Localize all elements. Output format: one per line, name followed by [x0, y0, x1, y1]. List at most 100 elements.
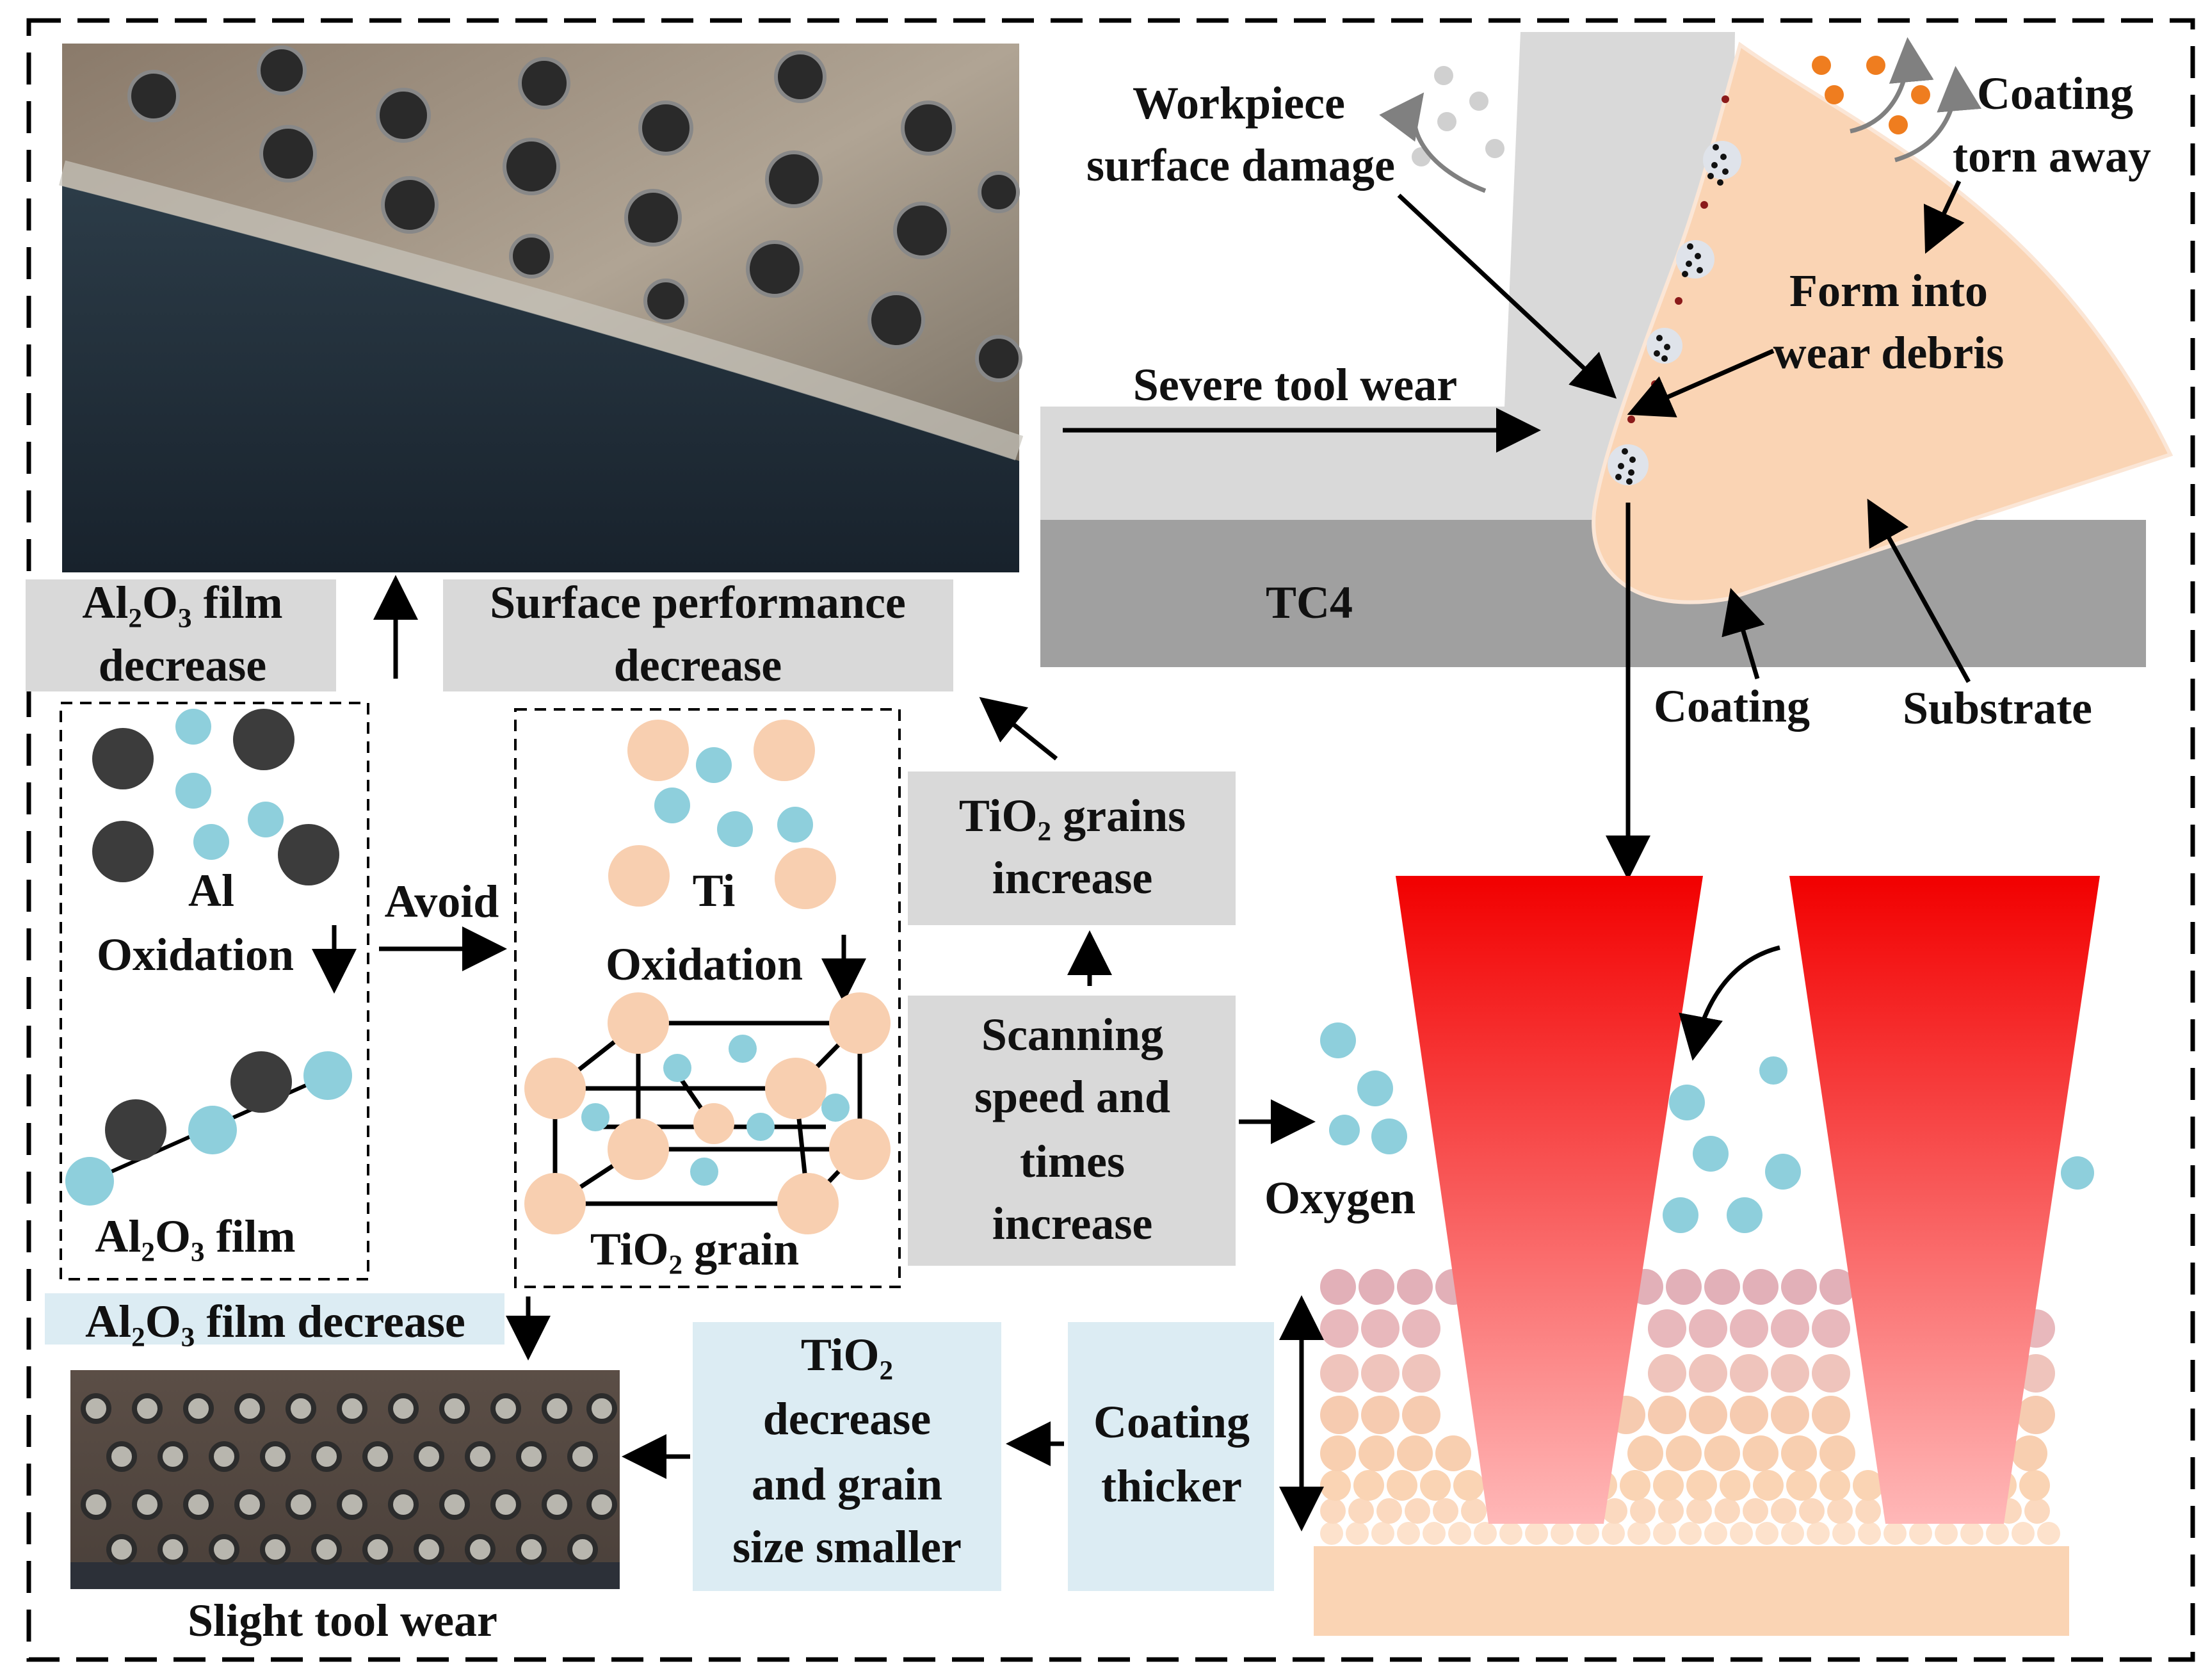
powder-particle [1812, 1309, 1850, 1348]
scan-2: speed and [974, 1071, 1170, 1122]
powder-particle [1781, 1435, 1817, 1471]
powder-particle [1435, 1435, 1471, 1471]
powder-particle [1359, 1269, 1394, 1305]
powder-particle [1648, 1396, 1686, 1434]
box-surface-performance [443, 579, 953, 691]
powder-particle [1361, 1354, 1399, 1393]
label-al-oxidation: Oxidation [97, 929, 294, 980]
powder-particle [1397, 1269, 1433, 1305]
powder-particle [1620, 1470, 1650, 1501]
powder-particle [1704, 1435, 1740, 1471]
powder-particle [1402, 1396, 1440, 1434]
scan-4: increase [992, 1198, 1153, 1249]
label-al2o3-film: Al₂O₃ film [95, 1211, 295, 1262]
powder-particle [1320, 1354, 1359, 1393]
powder-particle [1666, 1269, 1702, 1305]
powder-particle [1433, 1498, 1458, 1524]
tio2-dec-1: TiO₂ [801, 1329, 893, 1380]
powder-particle [2024, 1498, 2050, 1524]
powder-particle [1371, 1522, 1394, 1545]
powder-particle [1461, 1498, 1487, 1524]
scan-3: times [1020, 1136, 1125, 1187]
powder-particle [1935, 1522, 1958, 1545]
al-oxidation-box [60, 702, 369, 1280]
al2o3-decrease-bottom: Al₂O₃ film decrease [85, 1296, 465, 1347]
powder-particle [1755, 1522, 1778, 1545]
powder-particle [1387, 1470, 1417, 1501]
cutting-schematic: Workpiece surface damage Coating torn aw… [1040, 32, 2174, 880]
tc4-block [1040, 520, 2146, 667]
tio2-grains-2: increase [992, 852, 1153, 903]
label-workpiece-2: surface damage [1086, 140, 1395, 191]
powder-particle [1320, 1470, 1351, 1501]
powder-particle [1883, 1522, 1907, 1545]
label-workpiece-1: Workpiece [1133, 77, 1345, 129]
powder-particle [1499, 1522, 1522, 1545]
scan-1: Scanning [981, 1009, 1163, 1060]
powder-particle [1855, 1498, 1881, 1524]
powder-particle [2012, 1522, 2035, 1545]
powder-particle [1704, 1522, 1727, 1545]
powder-particle [1361, 1309, 1399, 1348]
powder-particle [1812, 1396, 1850, 1434]
label-tc4: TC4 [1266, 577, 1353, 628]
powder-particle [1812, 1354, 1850, 1393]
tio2-atoms [524, 992, 891, 1234]
powder-particle [1730, 1309, 1768, 1348]
powder-particle [1402, 1354, 1440, 1393]
powder-particle [1786, 1470, 1817, 1501]
powder-particle [1653, 1470, 1684, 1501]
powder-particle [1627, 1522, 1650, 1545]
powder-particle [1819, 1435, 1855, 1471]
powder-particle [1960, 1522, 1983, 1545]
powder-particle [1743, 1435, 1778, 1471]
powder-particle [1689, 1396, 1727, 1434]
al-atoms [92, 709, 339, 885]
al2o3-chain [65, 1051, 352, 1206]
powder-particle [1799, 1498, 1825, 1524]
box-tio2-decrease [693, 1322, 1001, 1591]
powder-particle [1730, 1396, 1768, 1434]
powder-particle [1714, 1498, 1740, 1524]
powder-particle [1827, 1498, 1853, 1524]
al2o3-decrease-top-1: Al₂O₃ film [82, 577, 282, 628]
powder-particle [1686, 1470, 1717, 1501]
box-coating-thicker [1068, 1322, 1274, 1591]
powder-particle [1551, 1522, 1574, 1545]
powder-particle [2037, 1522, 2060, 1545]
powder-particle [1630, 1498, 1656, 1524]
powder-particle [1346, 1522, 1369, 1545]
powder-particle [1686, 1498, 1712, 1524]
laser-cladding: Oxygen [1264, 876, 2100, 1636]
powder-particle [1648, 1354, 1686, 1393]
powder-particle [1743, 1498, 1768, 1524]
powder-particle [1819, 1269, 1855, 1305]
powder-particle [1320, 1269, 1356, 1305]
powder-particle [1666, 1435, 1702, 1471]
powder-particle [1420, 1470, 1451, 1501]
label-coating: Coating [1654, 681, 1810, 732]
powder-particle [1320, 1498, 1346, 1524]
powder-particle [1653, 1522, 1676, 1545]
substrate-tool [1592, 42, 2174, 604]
label-wear-debris-1: Form into [1789, 265, 1988, 316]
powder-particle [1602, 1498, 1627, 1524]
label-al: Al [188, 865, 234, 916]
ti-oxidation-box [514, 708, 901, 1288]
powder-particle [1359, 1435, 1394, 1471]
tio2-dec-3: and grain [752, 1458, 942, 1510]
bottom-photo [70, 1370, 620, 1589]
powder-particle [1405, 1498, 1430, 1524]
laser-beam-left [1396, 876, 1703, 1524]
box-tio2-grains-increase [908, 771, 1236, 925]
powder-particle [1753, 1470, 1784, 1501]
coating-thicker-1: Coating [1093, 1396, 1250, 1448]
label-avoid: Avoid [385, 876, 499, 927]
powder-particle [1320, 1522, 1343, 1545]
powder-particle [1704, 1269, 1740, 1305]
powder-particle [1576, 1522, 1599, 1545]
powder-particle [1679, 1522, 1702, 1545]
powder-particle [1320, 1435, 1356, 1471]
crater-debris [1608, 141, 1741, 485]
